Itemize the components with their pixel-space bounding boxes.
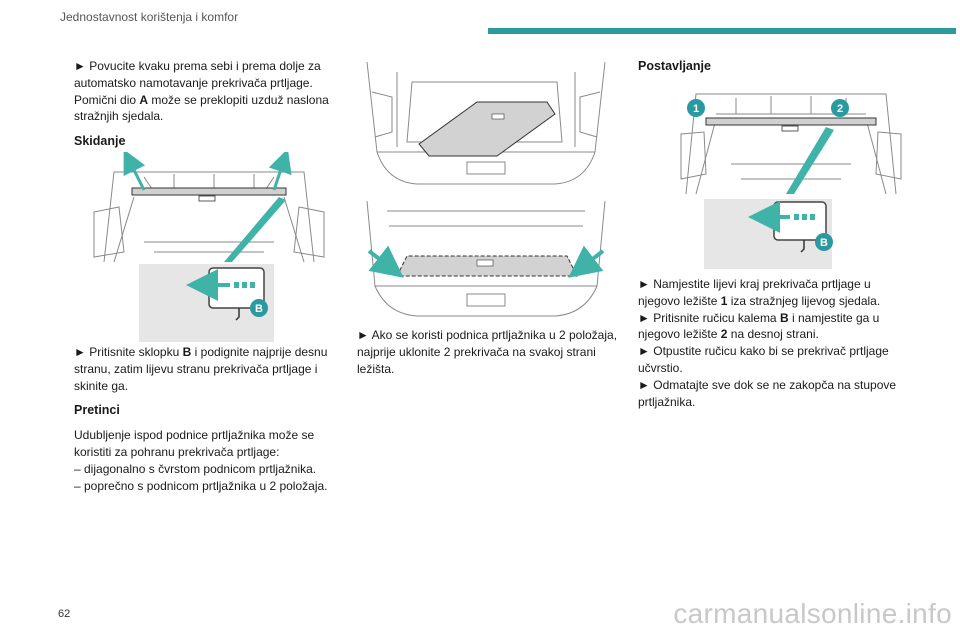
callout-label-2: 2	[837, 103, 843, 115]
column-right-lower: ► Namjestite lijevi kraj prekrivača prtl…	[638, 276, 908, 418]
arrow-bullet: ►	[638, 377, 650, 392]
page-number: 62	[58, 608, 71, 620]
arrow-bullet: ►	[74, 59, 86, 73]
callout-label-1: 1	[693, 103, 699, 115]
arrow-bullet: ►	[357, 328, 369, 342]
arrow-bullet: ►	[74, 345, 86, 359]
column-right: Postavljanje	[638, 58, 918, 83]
steps-installation: ► Namjestite lijevi kraj prekrivača prtl…	[638, 277, 897, 409]
heading-pretinci: Pretinci	[74, 403, 120, 418]
callout-label-b: B	[255, 303, 263, 315]
callout-label-b: B	[820, 237, 828, 249]
paragraph-storage: Udubljenje ispod podnice prtljažnika mož…	[74, 428, 328, 493]
figure-storage-transverse	[357, 196, 615, 320]
heading-skidanje: Skidanje	[74, 134, 126, 149]
paragraph-removal: ► Pritisnite sklopku B i podignite najpr…	[74, 345, 328, 393]
column-middle: ► Ako se koristi podnica prtljažnika u 2…	[357, 327, 619, 385]
figure-installation: 1 2 B	[676, 84, 906, 269]
figure-storage-diagonal	[357, 52, 615, 192]
heading-postavljanje: Postavljanje	[638, 59, 711, 73]
arrow-bullet: ►	[638, 277, 650, 291]
column-left-lower: ► Pritisnite sklopku B i podignite najpr…	[74, 344, 344, 494]
list-item: – dijagonalno s čvrstom podnicom prtljaž…	[74, 461, 317, 476]
column-left: ► Povucite kvaku prema sebi i prema dolj…	[74, 58, 344, 158]
header-accent-bar	[488, 28, 956, 34]
page-header-title: Jednostavnost korištenja i komfor	[60, 10, 239, 24]
arrow-bullet: ►	[638, 310, 650, 325]
arrow-bullet: ►	[638, 344, 650, 359]
watermark: carmanualsonline.info	[673, 598, 952, 629]
paragraph-intro: ► Povucite kvaku prema sebi i prema dolj…	[74, 59, 329, 124]
paragraph-two-position-floor: ► Ako se koristi podnica prtljažnika u 2…	[357, 328, 618, 376]
figure-removal-trunk: B	[74, 152, 344, 342]
list-item: – poprečno s podnicom prtljažnika u 2 po…	[74, 478, 328, 493]
